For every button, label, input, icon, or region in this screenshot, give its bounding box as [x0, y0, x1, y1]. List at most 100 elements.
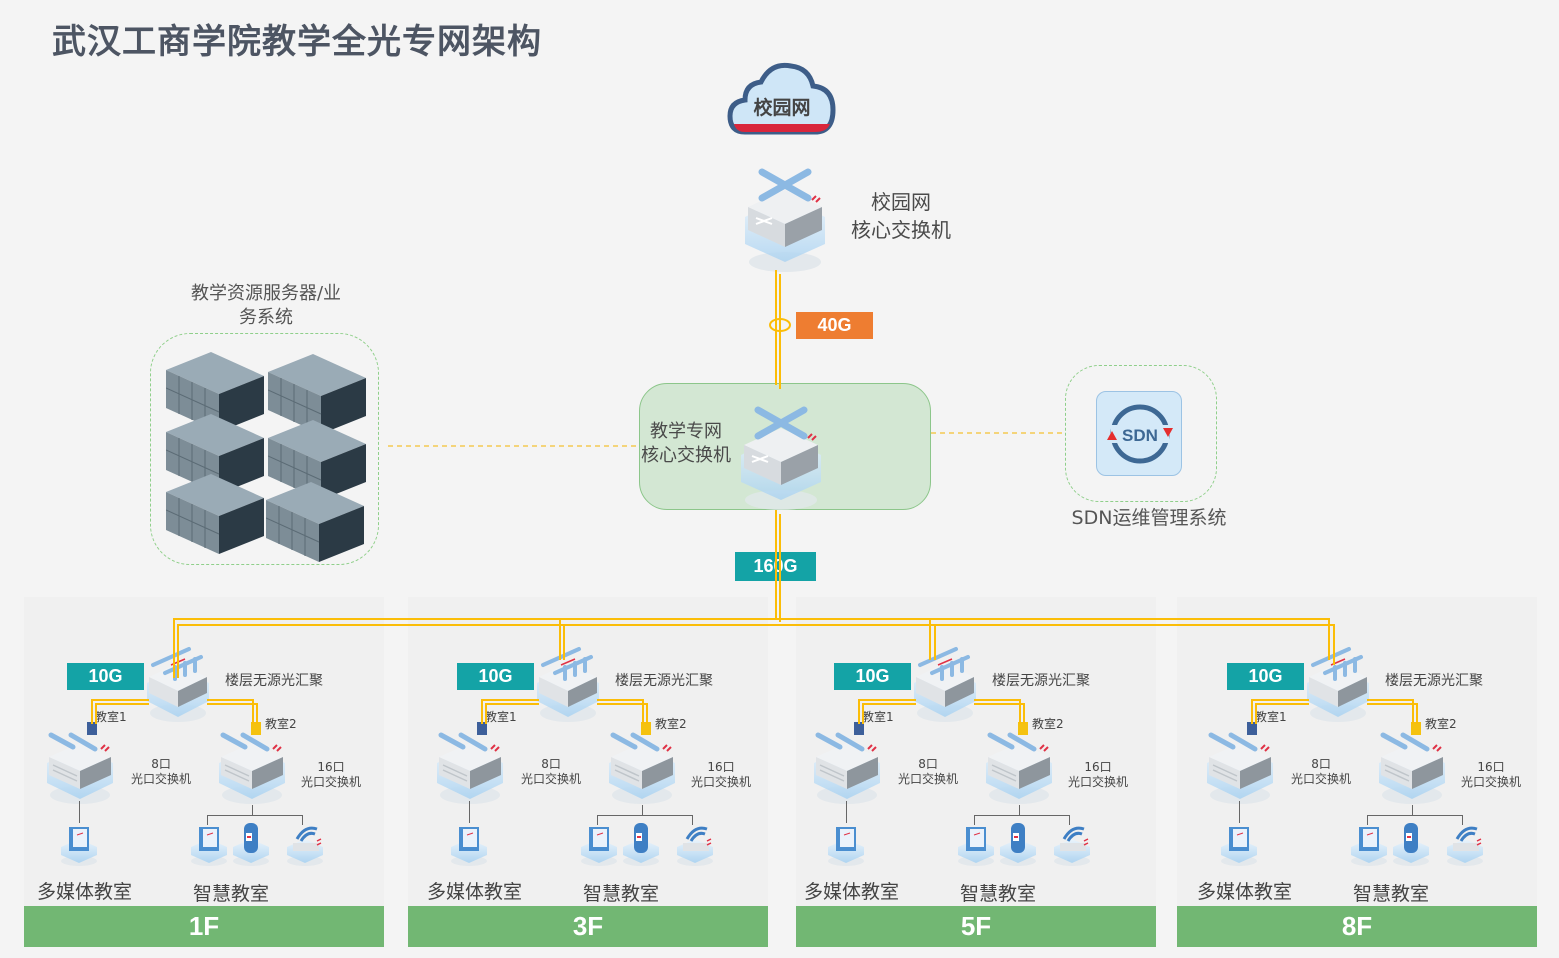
downlink-bandwidth-badge: 160G [735, 552, 816, 581]
link-bracket [207, 815, 303, 825]
server-label-line1: 教学资源服务器/业 [190, 283, 342, 304]
wireless-ap[interactable] [1443, 819, 1487, 871]
campus-network-cloud[interactable]: 校园网 [727, 58, 837, 140]
wireless-ap[interactable] [1050, 819, 1094, 871]
switch16-label: 16口光口交换机 [691, 760, 751, 790]
campus-core-label-line2: 核心交换机 [851, 218, 951, 242]
switch8-label: 8口光口交换机 [521, 757, 581, 787]
campus-core-label-line1: 校园网 [871, 190, 931, 214]
floor-aggregator[interactable] [912, 643, 978, 727]
optical-switch-8-icon [814, 732, 880, 804]
optical-switch-16[interactable] [217, 725, 287, 809]
switch16-ports: 16口 [707, 760, 735, 774]
room2-label: 教室2 [265, 717, 297, 731]
link-line [846, 801, 847, 823]
link-bracket [1367, 815, 1463, 825]
teaching-core-switch[interactable] [738, 400, 824, 512]
fiber-connector-yellow [1018, 722, 1028, 735]
multimedia-terminal[interactable] [447, 819, 491, 871]
switch8-ports: 8口 [151, 757, 171, 771]
core-switch-icon [741, 406, 821, 510]
smart-classroom-label: 智慧教室 [193, 883, 270, 905]
smart-band[interactable] [996, 819, 1040, 871]
link-line [79, 801, 80, 823]
multimedia-terminal[interactable] [57, 819, 101, 871]
optical-switch-16[interactable] [984, 725, 1054, 809]
teaching-core-label-line2: 核心交换机 [641, 445, 731, 466]
optical-switch-8[interactable] [45, 725, 115, 809]
optical-switch-8[interactable] [1205, 725, 1275, 809]
floor-bandwidth-badge: 10G [834, 663, 911, 690]
switch16-type: 光口交换机 [1068, 775, 1129, 789]
switch16-label: 16口光口交换机 [1461, 760, 1521, 790]
smart-band[interactable] [1389, 819, 1433, 871]
switch8-ports: 8口 [918, 757, 938, 771]
smart-band-icon [623, 823, 659, 866]
smart-terminal[interactable] [1347, 819, 1391, 871]
multimedia-classroom-label: 多媒体教室 [427, 881, 523, 903]
uplink-bandwidth-badge: 40G [796, 312, 873, 339]
link-line [642, 805, 643, 815]
smart-terminal[interactable] [954, 819, 998, 871]
smart-band-icon [1393, 823, 1429, 866]
classroom-terminal-icon [828, 827, 864, 866]
optical-switch-16[interactable] [1377, 725, 1447, 809]
sdn-system-label: SDN运维管理系统 [1071, 507, 1227, 529]
optical-switch-8[interactable] [435, 725, 505, 809]
smart-terminal[interactable] [187, 819, 231, 871]
campus-core-switch[interactable] [742, 162, 828, 274]
floor-bandwidth-badge: 10G [1227, 663, 1304, 690]
floor-label-bar[interactable]: 5F [796, 906, 1156, 947]
smart-band[interactable] [619, 819, 663, 871]
switch8-type: 光口交换机 [1291, 772, 1352, 786]
smart-band[interactable] [229, 819, 273, 871]
link-line [469, 801, 470, 823]
wireless-ap[interactable] [283, 819, 327, 871]
fiber-connector-yellow [251, 722, 261, 735]
switch16-ports: 16口 [1084, 760, 1112, 774]
wireless-ap-icon [287, 826, 323, 866]
classroom-terminal-icon [958, 827, 994, 866]
room2-label: 教室2 [655, 717, 687, 731]
smart-terminal[interactable] [577, 819, 621, 871]
optical-switch-8-icon [437, 732, 503, 804]
server-rack[interactable] [165, 472, 264, 558]
floor-aggregator[interactable] [1305, 643, 1371, 727]
diagram-title: 武汉工商学院教学全光专网架构 [52, 22, 542, 62]
floor-label-bar[interactable]: 3F [408, 906, 768, 947]
switch16-type: 光口交换机 [691, 775, 752, 789]
link-line [252, 805, 253, 815]
floor-bandwidth-badge: 10G [457, 663, 534, 690]
optical-switch-8[interactable] [812, 725, 882, 809]
floor-aggregator-label: 楼层无源光汇聚 [615, 673, 713, 689]
optical-switch-8-icon [1207, 732, 1273, 804]
cloud-icon [727, 62, 836, 135]
optical-switch-16-icon [986, 732, 1052, 804]
wireless-ap[interactable] [673, 819, 717, 871]
sdn-icon: SDN [1107, 404, 1173, 464]
optical-switch-16[interactable] [607, 725, 677, 809]
server-rack[interactable] [265, 480, 364, 566]
passive-optical-aggregator-icon [1307, 647, 1369, 722]
sdn-system-container[interactable] [1065, 365, 1217, 502]
floor-label-bar[interactable]: 8F [1177, 906, 1537, 947]
room1-label: 教室1 [1255, 710, 1287, 724]
switch16-label: 16口光口交换机 [1068, 760, 1128, 790]
server-rack[interactable] [267, 352, 366, 438]
floor-label-bar[interactable]: 1F [24, 906, 384, 947]
server-rack-icon [165, 474, 264, 554]
multimedia-terminal[interactable] [1217, 819, 1261, 871]
link-line [1412, 805, 1413, 815]
floor-aggregator[interactable] [535, 643, 601, 727]
floor-aggregator[interactable] [145, 643, 211, 727]
classroom-terminal-icon [1351, 827, 1387, 866]
multimedia-terminal[interactable] [824, 819, 868, 871]
switch8-type: 光口交换机 [131, 772, 192, 786]
server-group-container[interactable] [150, 333, 379, 565]
sdn-system-tile[interactable]: SDN [1096, 391, 1182, 476]
fiber-connector-blue [854, 722, 864, 735]
wireless-ap-icon [677, 826, 713, 866]
